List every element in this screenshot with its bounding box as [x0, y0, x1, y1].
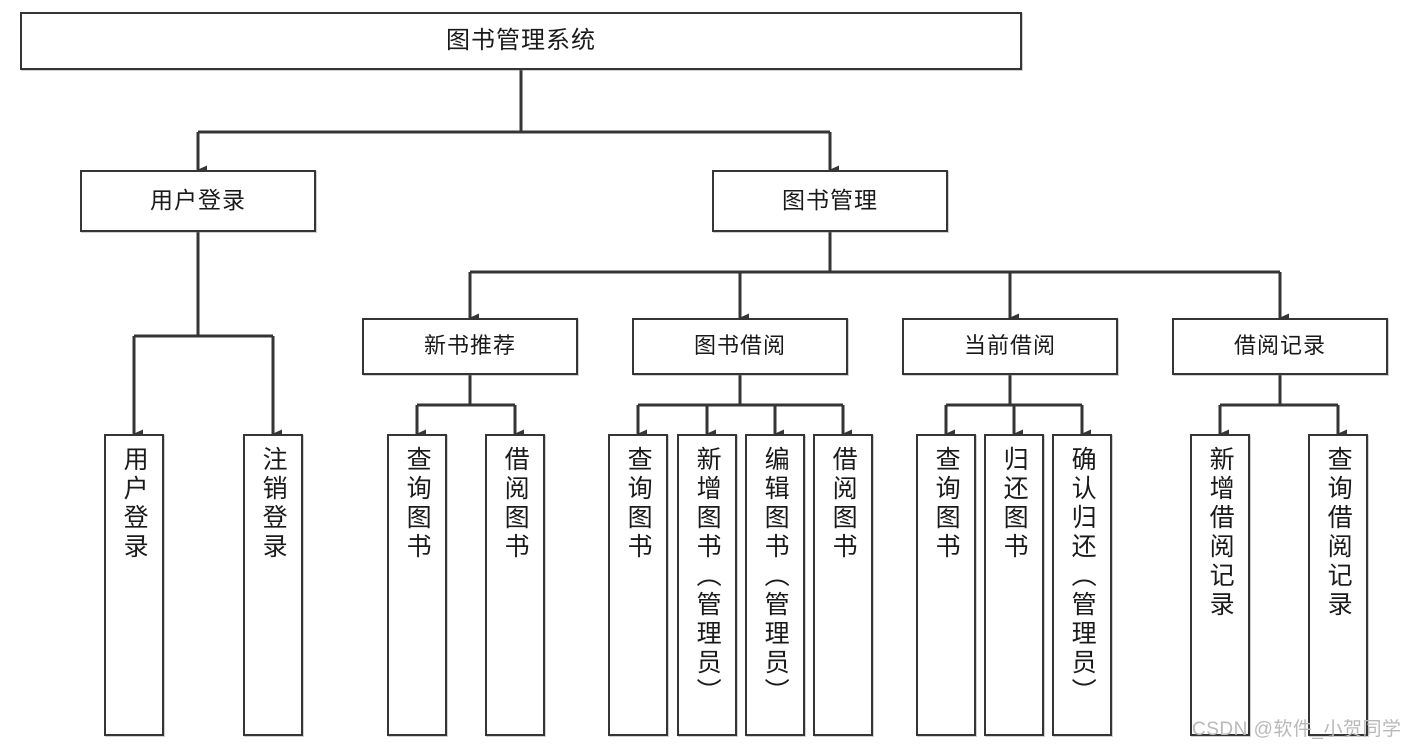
leaf-query-borrow-record[interactable]: 查询借阅记录	[1308, 434, 1368, 736]
node-label: 查询图书	[403, 446, 432, 562]
leaf-return-book[interactable]: 归还图书	[984, 434, 1044, 736]
node-label: 确认归还（管理员）	[1068, 446, 1097, 707]
node-label: 编辑图书（管理员）	[761, 446, 790, 707]
node-user-login-module[interactable]: 用户登录	[80, 170, 316, 232]
leaf-borrow-book[interactable]: 借阅图书	[813, 434, 873, 736]
node-label: 借阅图书	[501, 446, 530, 562]
node-label: 当前借阅	[963, 333, 1056, 359]
node-label: 注销登录	[259, 446, 288, 562]
node-book-management-module[interactable]: 图书管理	[712, 170, 948, 232]
leaf-query-book-borrow[interactable]: 查询图书	[608, 434, 668, 736]
node-label: 用户登录	[150, 187, 246, 214]
leaf-add-book-admin[interactable]: 新增图书（管理员）	[677, 434, 737, 736]
csdn-watermark: CSDN @软件_小贺同学	[1192, 719, 1402, 740]
node-root-system[interactable]: 图书管理系统	[20, 12, 1022, 70]
node-label: 新增图书（管理员）	[693, 446, 722, 707]
leaf-user-login[interactable]: 用户登录	[104, 434, 164, 736]
node-label: 新书推荐	[423, 333, 516, 359]
leaf-query-book-recommend[interactable]: 查询图书	[387, 434, 447, 736]
leaf-edit-book-admin[interactable]: 编辑图书（管理员）	[745, 434, 805, 736]
node-label: 用户登录	[120, 446, 149, 562]
leaf-borrow-book-recommend[interactable]: 借阅图书	[485, 434, 545, 736]
tree-connectors	[132, 70, 1347, 439]
node-new-book-recommend[interactable]: 新书推荐	[362, 318, 578, 375]
node-label: 归还图书	[1000, 446, 1029, 562]
node-label: 图书管理	[782, 187, 878, 214]
leaf-logout-login[interactable]: 注销登录	[243, 434, 303, 736]
leaf-query-book-current[interactable]: 查询图书	[916, 434, 976, 736]
leaf-add-borrow-record[interactable]: 新增借阅记录	[1190, 434, 1250, 736]
node-label: 查询图书	[932, 446, 961, 562]
node-label: 图书借阅	[693, 333, 786, 359]
node-book-borrow[interactable]: 图书借阅	[632, 318, 848, 375]
node-label: 新增借阅记录	[1206, 446, 1235, 620]
node-label: 查询借阅记录	[1324, 446, 1353, 620]
node-label: 图书管理系统	[446, 26, 596, 54]
node-label: 借阅图书	[829, 446, 858, 562]
leaf-confirm-return-admin[interactable]: 确认归还（管理员）	[1052, 434, 1112, 736]
node-borrow-record[interactable]: 借阅记录	[1172, 318, 1388, 375]
node-current-borrow[interactable]: 当前借阅	[902, 318, 1118, 375]
node-label: 借阅记录	[1233, 333, 1326, 359]
node-label: 查询图书	[624, 446, 653, 562]
